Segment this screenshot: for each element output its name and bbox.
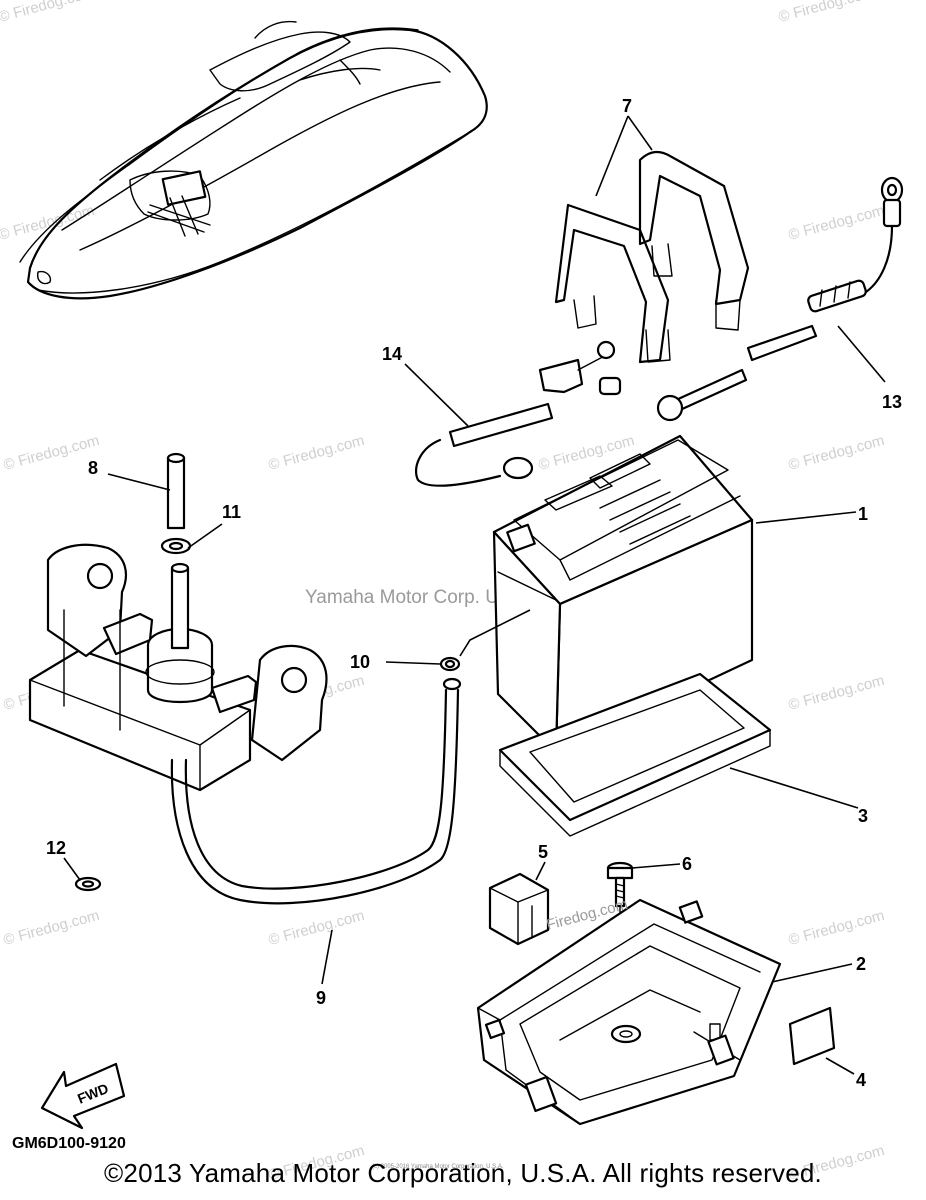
watermark: © Firedog.com <box>2 432 102 474</box>
callout-4: 4 <box>856 1070 866 1090</box>
callout-3: 3 <box>858 806 868 826</box>
callout-5: 5 <box>538 842 548 862</box>
callout-11: 11 <box>222 502 241 522</box>
watermark: © Firedog.com <box>267 432 367 474</box>
watermark: © Firedog.com <box>787 907 887 949</box>
clip-12 <box>74 876 102 892</box>
breather-hose <box>170 677 462 905</box>
callout-10: 10 <box>350 652 370 672</box>
battery-lead-negative <box>414 340 622 487</box>
watermark: © Firedog.com <box>787 672 887 714</box>
callout-7: 7 <box>622 96 632 116</box>
watermark: © Firedog.com <box>2 907 102 949</box>
diagram-code: GM6D100-9120 <box>12 1135 126 1152</box>
callout-6: 6 <box>682 854 692 874</box>
breather-joint <box>160 452 192 555</box>
callout-14: 14 <box>382 344 402 364</box>
watermark: © Firedog.com <box>0 202 96 244</box>
watermark: © Firedog.com <box>787 202 887 244</box>
watercraft-overview <box>19 20 488 300</box>
callout-13: 13 <box>882 392 902 412</box>
battery <box>492 434 754 754</box>
fwd-arrow: FWD <box>40 1062 126 1130</box>
battery-box <box>476 898 782 1126</box>
callout-8: 8 <box>88 458 98 478</box>
clip-10 <box>439 656 461 672</box>
battery-lead-positive <box>656 176 904 422</box>
watermark: © Firedog.com <box>267 907 367 949</box>
center-watermark: Yamaha Motor Corp. U.S.A. <box>305 587 540 608</box>
copyright-notice: ©2013 Yamaha Motor Corporation, U.S.A. A… <box>104 1158 822 1188</box>
watermark: © Firedog.com <box>0 0 96 26</box>
pad-4 <box>788 1006 836 1066</box>
watermark: © Firedog.com <box>777 0 877 26</box>
battery-band <box>554 150 750 364</box>
small-watermark: (c) 2005-2016 Yamaha Motor Corporation, … <box>372 1164 504 1170</box>
callout-9: 9 <box>316 988 326 1008</box>
cap <box>488 872 550 946</box>
callout-12: 12 <box>46 838 66 858</box>
callout-1: 1 <box>858 504 868 524</box>
battery-holder-front <box>28 543 328 792</box>
battery-pad <box>498 672 772 837</box>
callout-2: 2 <box>856 954 866 974</box>
watermark: © Firedog.com <box>787 432 887 474</box>
callouts: 1 2 3 4 5 6 7 8 9 10 11 12 13 14 <box>46 96 902 1090</box>
